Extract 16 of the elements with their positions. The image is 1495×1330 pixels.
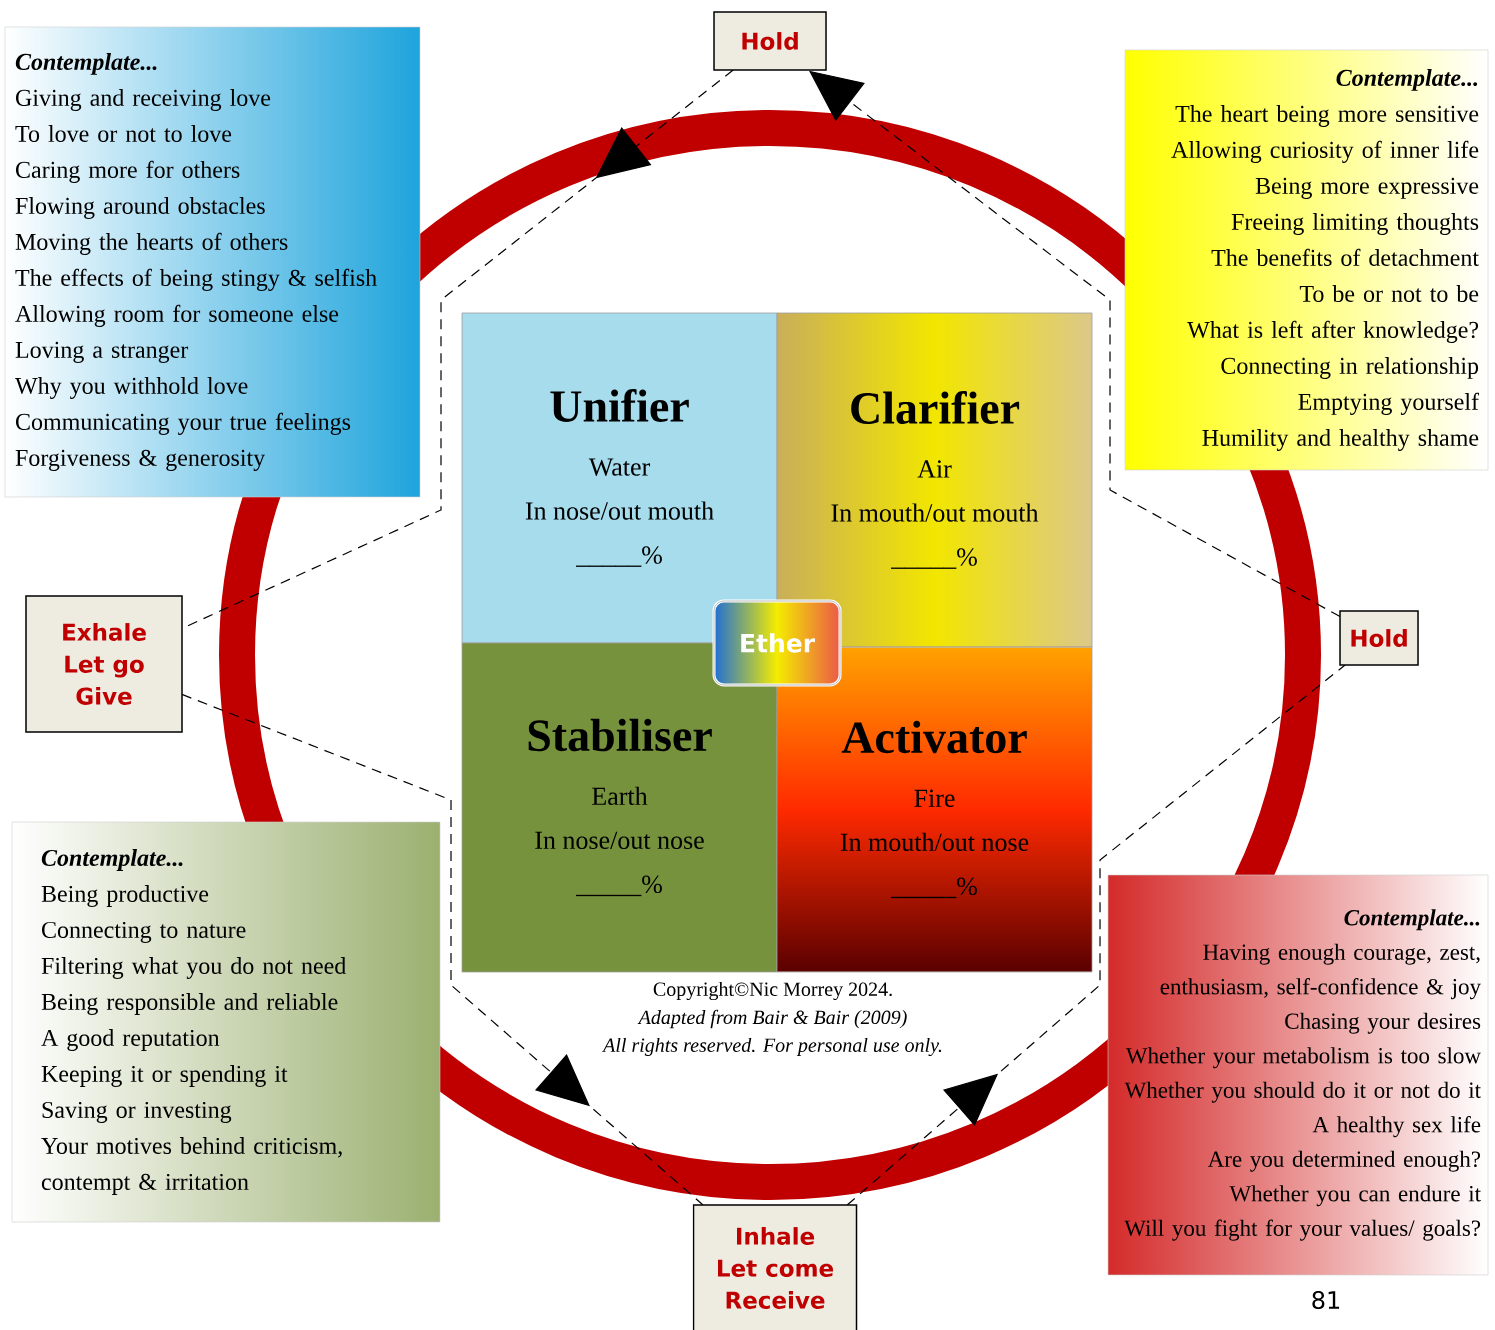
text-panel: Contemplate... Being productive Connecting to nature Filtering what you do not need Being responsible and reliable A good reputation Keeping it or spending it Saving or investing Your motives behind criticism, contempt & irritation [11,821,441,1223]
label-box: Hold [1339,610,1419,666]
label-box: Exhale Let go Give [25,595,183,733]
text-panel: Contemplate... Giving and receiving love To love or not to love Caring more for others Flowing around obstacles Moving the hearts of others The effects of being stingy & selfish Allowing room for someone else Loving a stranger Why you withhold love Communicating your true feelings Forgiveness & generosity [4,26,421,498]
copyright-note: Copyright©Nic Morrey 2024. [653,981,892,1001]
text-panel: Contemplate... The heart being more sensitive Allowing curiosity of inner life Being more expressive Freeing limiting thoughts The benefits of detachment To be or not to be What is left after knowledge? Connecting in relationship Emptying yourself Humility and healthy shame [1124,49,1489,471]
text-panel: Contemplate... Having enough courage, zest, enthusiasm, self-confidence & joy Chasing your desires Whether your metabolism is too slow Whether you should do it or not do it A healthy sex life Are you determined enough? Whether you can endure it Will you fight for your values/ goals? [1107,874,1489,1276]
dashed-arrow [181,69,734,630]
dashed-arrow [846,664,1346,1206]
dashed-arrow [181,693,704,1206]
copyright-note: Adapted from Bair & Bair (2009) [637,1009,907,1029]
label-box: Inhale Let come Receive [692,1204,858,1330]
rounded-box: Ether [712,599,842,687]
copyright-note: All rights reserved. For personal use only. [602,1037,942,1057]
dashed-arrow [807,69,1341,618]
label-box: Hold [713,11,827,71]
